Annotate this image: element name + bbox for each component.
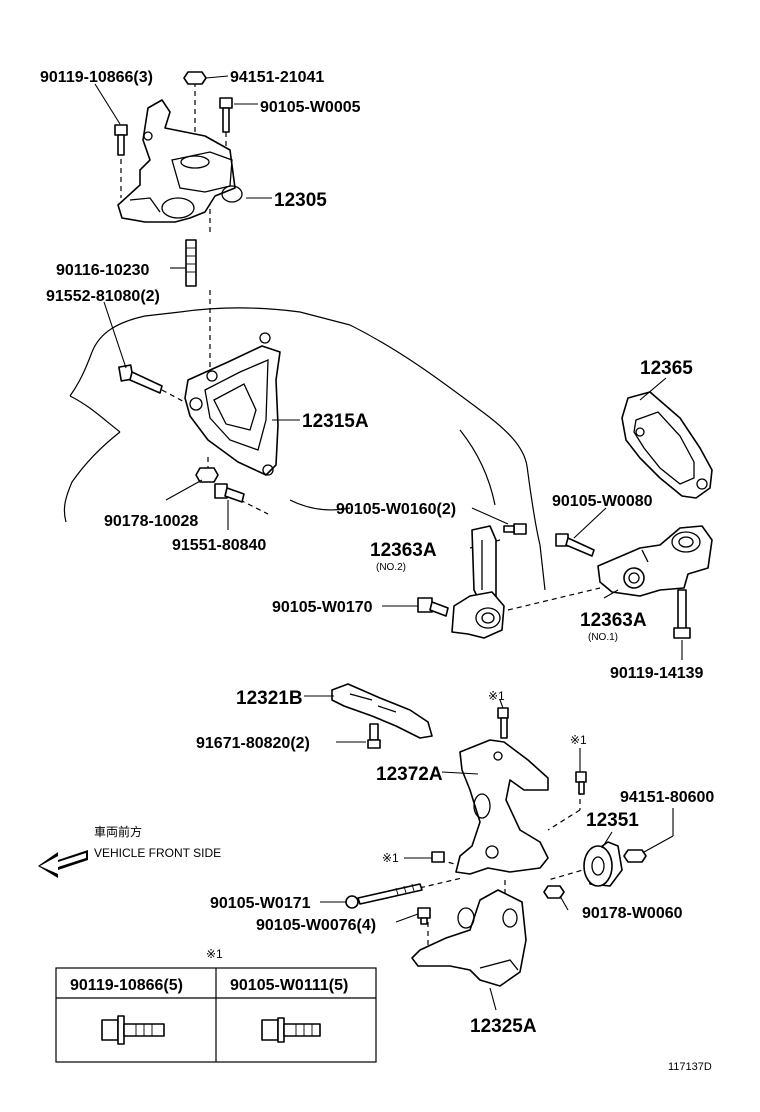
label-12363A-no2-sub: (NO.2)	[376, 562, 406, 573]
mark-1-c: ※1	[382, 851, 399, 865]
engine-mount-12363A-no2	[451, 525, 505, 639]
label-90105-W0005: 90105-W0005	[260, 99, 361, 116]
table-header-90119-10866: 90119-10866(5)	[70, 977, 183, 994]
nut-94151-80600	[623, 849, 647, 863]
bolt-mark-1-a	[497, 707, 509, 739]
bolt-90105-W0160	[503, 523, 527, 535]
bolt-90105-W0076	[417, 907, 431, 925]
label-90119-14139: 90119-14139	[610, 665, 704, 682]
nut-90178-W0060	[543, 885, 565, 899]
bolt-91552-81080	[118, 364, 163, 394]
bolt-91551-80840	[214, 483, 245, 503]
part-labels: 90119-10866(3) 94151-21041 90105-W0005 1…	[40, 69, 714, 1037]
label-91552-81080: 91552-81080(2)	[46, 288, 160, 305]
bolt-mark-1-c	[431, 851, 445, 863]
bolt-90105-W0171	[345, 883, 423, 909]
label-91671-80820: 91671-80820(2)	[196, 735, 310, 752]
label-12325A: 12325A	[470, 1016, 537, 1037]
fasteners	[114, 71, 691, 925]
vehicle-front-indicator: 車両前方 VEHICLE FRONT SIDE	[38, 824, 221, 878]
label-90105-W0170: 90105-W0170	[272, 599, 373, 616]
label-12315A: 12315A	[302, 411, 369, 432]
label-12363A-no1: 12363A	[580, 610, 647, 631]
label-90105-W0080: 90105-W0080	[552, 493, 653, 510]
label-12321B: 12321B	[236, 688, 303, 709]
fastener-table: ※1 90119-10866(5) 90105-W0111(5)	[55, 947, 377, 1063]
bolt-90119-14139	[673, 589, 691, 639]
label-90119-10866: 90119-10866(3)	[40, 69, 153, 86]
label-90105-W0160: 90105-W0160(2)	[336, 501, 456, 518]
mark-1-b: ※1	[570, 733, 587, 747]
nut-94151-21041	[183, 71, 207, 85]
table-bolt-icon	[261, 1017, 321, 1043]
direction-jp-label: 車両前方	[94, 824, 142, 839]
engine-mount-12305	[117, 99, 243, 223]
label-12363A-no1-sub: (NO.1)	[588, 632, 618, 643]
engine-bracket-12315A	[184, 332, 281, 476]
bolt-90105-W0005	[219, 97, 233, 133]
cover-12365	[621, 391, 713, 499]
bracket-12372A	[455, 739, 549, 875]
mark-1-a: ※1	[488, 689, 505, 703]
nut-90178-10028	[195, 467, 219, 483]
bushing-12351	[583, 841, 623, 887]
label-94151-21041: 94151-21041	[230, 69, 324, 86]
label-12365: 12365	[640, 358, 693, 379]
bracket-12325A	[411, 889, 527, 987]
label-90105-W0171: 90105-W0171	[210, 895, 311, 912]
label-12351: 12351	[586, 810, 639, 831]
bolt-90105-W0170	[417, 597, 449, 617]
bolt-mark-1-b	[575, 771, 587, 795]
vehicle-body-outline	[63, 307, 546, 591]
table-mark: ※1	[206, 947, 223, 961]
bolt-90105-W0080	[555, 533, 595, 557]
label-90178-10028: 90178-10028	[104, 513, 198, 530]
label-90105-W0076: 90105-W0076(4)	[256, 917, 376, 934]
engine-mount-12363A-no1	[597, 525, 713, 597]
label-12305: 12305	[274, 190, 327, 211]
label-12372A: 12372A	[376, 764, 443, 785]
plate-12321B	[331, 683, 433, 739]
catalog-id: 117137D	[668, 1061, 712, 1073]
bolt-90119-10866	[114, 124, 128, 156]
bolt-91671-80820	[367, 723, 381, 749]
table-bolt-flange-icon	[101, 1015, 165, 1045]
vehicle-front-arrow-icon	[38, 850, 88, 878]
leader-lines	[94, 75, 683, 1011]
label-91551-80840: 91551-80840	[172, 537, 266, 554]
label-94151-80600: 94151-80600	[620, 789, 714, 806]
table-header-90105-W0111: 90105-W0111(5)	[230, 977, 348, 994]
label-90116-10230: 90116-10230	[56, 262, 150, 279]
direction-en-label: VEHICLE FRONT SIDE	[94, 846, 221, 860]
stud-90116-10230	[185, 239, 197, 287]
label-12363A-no2: 12363A	[370, 540, 437, 561]
label-90178-W0060: 90178-W0060	[582, 905, 683, 922]
